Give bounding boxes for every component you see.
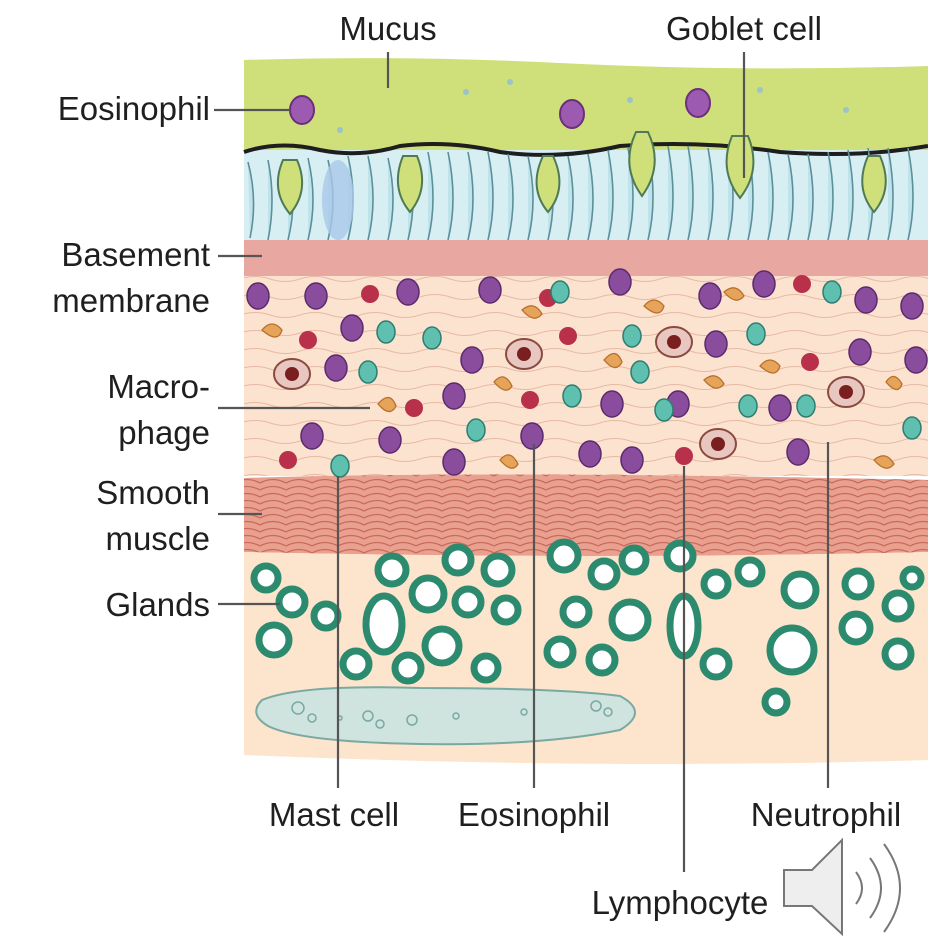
label-mast-cell: Mast cell xyxy=(269,796,399,833)
mucus-layer xyxy=(244,58,928,160)
label-smooth-line1: Smooth xyxy=(96,474,210,511)
label-neutrophil: Neutrophil xyxy=(751,796,901,833)
label-lymphocyte: Lymphocyte xyxy=(592,884,769,921)
label-macrophage-line1: Macro- xyxy=(107,368,210,405)
speaker-icon[interactable] xyxy=(784,840,900,934)
smooth-muscle-fibers xyxy=(244,474,928,556)
label-goblet-cell: Goblet cell xyxy=(666,10,822,47)
label-macrophage-line2: phage xyxy=(118,414,210,451)
label-glands: Glands xyxy=(105,586,210,623)
basement-membrane-layer xyxy=(244,240,928,276)
label-smooth-line2: muscle xyxy=(105,520,210,557)
label-basement-line1: Basement xyxy=(61,236,210,273)
label-eosinophil-top: Eosinophil xyxy=(58,90,210,127)
label-basement-line2: membrane xyxy=(52,282,210,319)
label-mucus: Mucus xyxy=(339,10,436,47)
lumen-vessel xyxy=(256,687,635,744)
label-eosinophil-bottom: Eosinophil xyxy=(458,796,610,833)
